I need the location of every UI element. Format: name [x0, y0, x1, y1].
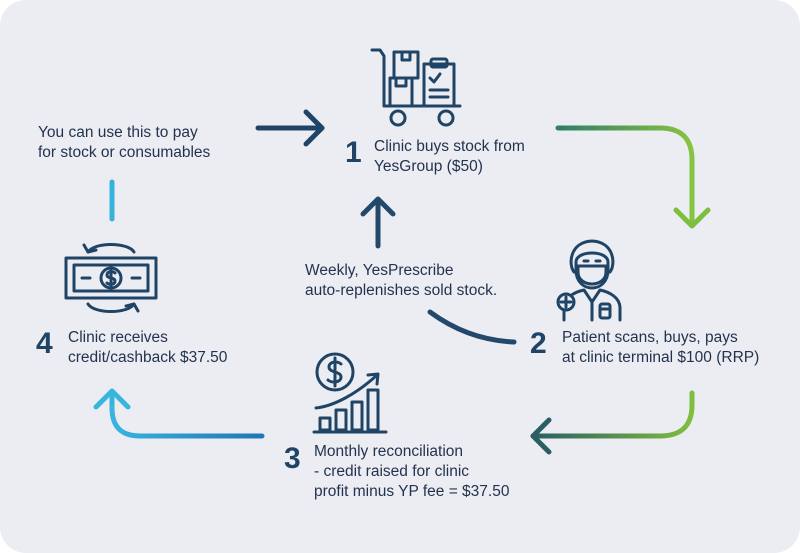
step-2-label: Patient scans, buys, pays at clinic term… — [562, 328, 759, 368]
step-3-line: profit minus YP fee = $37.50 — [314, 483, 510, 500]
step-4-line: credit/cashback $37.50 — [68, 349, 228, 366]
note-text: You can use this to pay for stock or con… — [38, 123, 210, 163]
step-4-number: 4 — [36, 327, 53, 360]
step-3-line: - credit raised for clinic — [314, 463, 470, 480]
note-line: You can use this to pay — [38, 124, 198, 141]
arrow-step3-to-step4 — [93, 388, 265, 439]
arrow-step2-to-step3 — [530, 390, 695, 455]
arrow-step1-to-step2 — [555, 125, 711, 229]
replenish-line: Weekly, YesPrescribe — [305, 262, 454, 279]
cash-cycle-icon — [64, 243, 158, 313]
pharmacist-icon — [556, 239, 622, 322]
step-3-label: Monthly reconciliation - credit raised f… — [314, 442, 509, 502]
step-2-line: Patient scans, buys, pays — [562, 329, 738, 346]
step-1-number: 1 — [345, 136, 362, 169]
replenish-line: auto-replenishes sold stock. — [305, 282, 498, 299]
step-4-label: Clinic receives credit/cashback $37.50 — [68, 328, 227, 368]
arrow-step2-to-step1 — [360, 196, 517, 345]
step-2-number: 2 — [530, 327, 547, 360]
note-line: for stock or consumables — [38, 144, 211, 161]
shopping-cart-boxes-icon — [370, 48, 462, 127]
step-1-line: YesGroup ($50) — [374, 158, 483, 175]
step-4-line: Clinic receives — [68, 329, 168, 346]
step-3-line: Monthly reconciliation — [314, 443, 464, 460]
step-1-line: Clinic buys stock from — [374, 138, 525, 155]
step-2-line: at clinic terminal $100 (RRP) — [562, 349, 760, 366]
step-1-label: Clinic buys stock from YesGroup ($50) — [374, 137, 525, 177]
step-3-number: 3 — [284, 442, 301, 475]
arrow-note-to-step1 — [255, 109, 325, 147]
replenish-text: Weekly, YesPrescribe auto-replenishes so… — [305, 261, 497, 301]
growth-chart-icon — [312, 352, 388, 434]
